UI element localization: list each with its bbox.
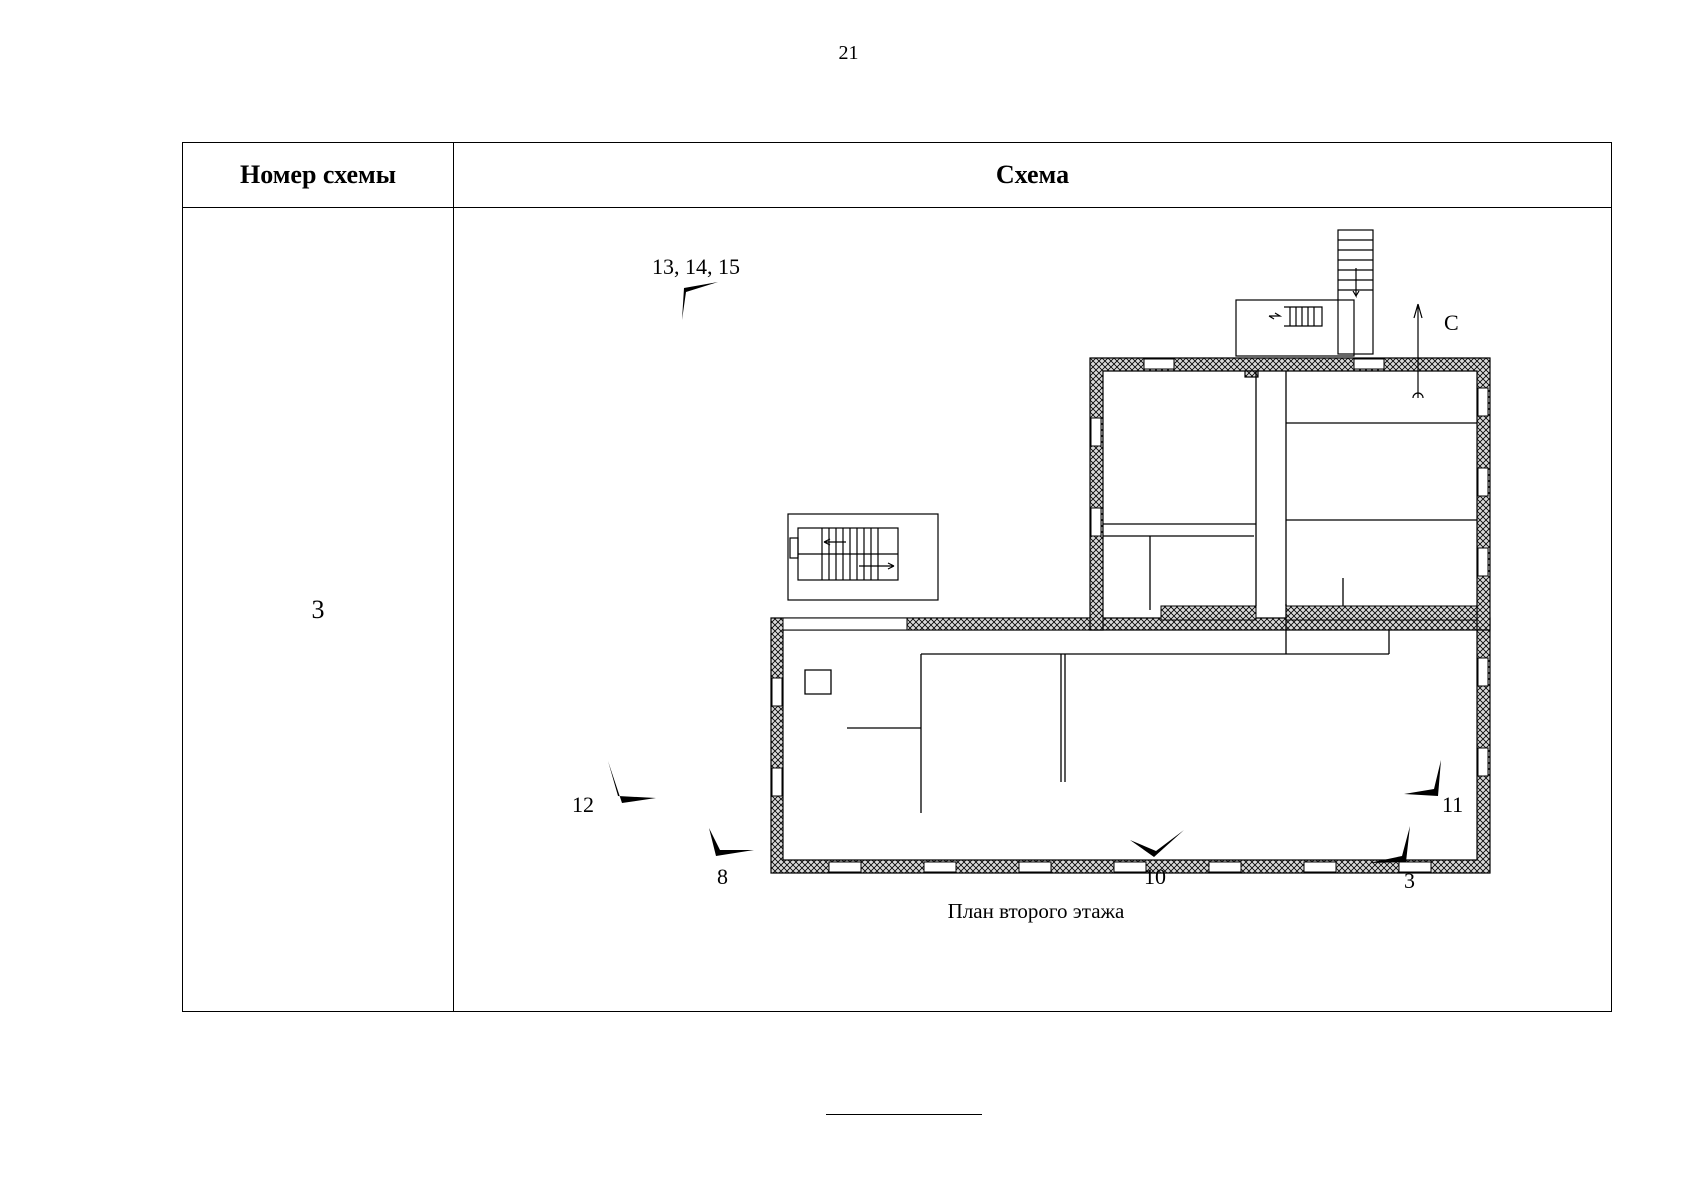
view-marker-8: 8: [709, 828, 754, 889]
floor-plan: С 13, 14, 15 12 8 10: [572, 229, 1491, 923]
footer-rule: [826, 1114, 982, 1115]
plan-caption: План второго этажа: [948, 899, 1125, 923]
staircase-left: [787, 513, 939, 601]
interior-walls: [782, 605, 1478, 631]
view-marker-3: 3: [1369, 826, 1415, 893]
windows: [771, 358, 1489, 873]
view-marker-11: 11: [1404, 760, 1463, 817]
north-arrow: [1412, 303, 1424, 399]
view-marker-3-label: 3: [1404, 868, 1415, 893]
partitions: [804, 371, 1477, 813]
view-marker-11-label: 11: [1442, 792, 1463, 817]
header-scheme-number: Номер схемы: [182, 142, 454, 208]
scheme-cell: С 13, 14, 15 12 8 10: [453, 207, 1612, 1012]
staircase-top: [1235, 229, 1374, 357]
page-number: 21: [838, 42, 859, 64]
view-marker-13-14-15: 13, 14, 15: [652, 254, 740, 320]
scheme-table: Номер схемы Схема 3: [182, 142, 1612, 1012]
scheme-number-cell: 3: [182, 207, 454, 1012]
view-marker-10-label: 10: [1144, 864, 1166, 889]
view-marker-8-label: 8: [717, 864, 728, 889]
view-marker-13-14-15-label: 13, 14, 15: [652, 254, 740, 279]
view-marker-10: 10: [1130, 830, 1184, 889]
view-marker-12: 12: [572, 761, 656, 817]
table-header-row: Номер схемы Схема: [182, 142, 1612, 208]
header-scheme: Схема: [453, 142, 1612, 208]
table-row: 3: [182, 207, 1612, 1012]
view-marker-12-label: 12: [572, 792, 594, 817]
north-label: С: [1444, 310, 1459, 335]
